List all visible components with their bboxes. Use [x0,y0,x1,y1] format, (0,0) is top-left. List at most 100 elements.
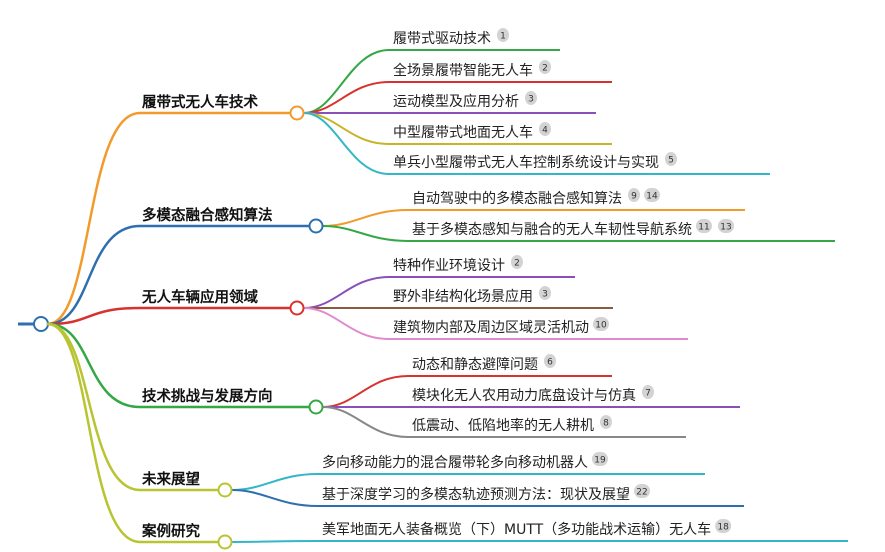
child-label: 单兵小型履带式无人车控制系统设计与实现 [393,154,659,171]
child-link [303,49,390,114]
reference-number: 18 [717,523,729,533]
reference-number: 7 [645,389,651,399]
child-node[interactable]: 模块化无人农用动力底盘设计与仿真 7 [408,385,740,408]
child-node[interactable]: 美军地面无人装备概览（下）MUTT（多功能战术运输）无人车 18 [318,519,848,542]
branch-circle[interactable] [308,218,324,234]
branch-circle[interactable] [289,300,305,316]
reference-badge[interactable]: 3 [539,286,551,300]
reference-badge-bg [525,91,537,105]
child-node[interactable]: 特种作业环境设计 2 [389,255,575,278]
root-circle[interactable] [33,316,49,332]
branch-circle[interactable] [217,482,233,498]
child-link [303,276,390,309]
child-link [231,540,319,543]
child-label: 低震动、低陷地率的无人耕机 [412,417,594,434]
child-node[interactable]: 基于多模态感知与融合的无人车韧性导航系统 11 13 [408,219,835,242]
reference-badge-bg [642,385,654,399]
child-label: 自动驾驶中的多模态融合感知算法 [412,190,622,207]
child-label: 运动模型及应用分析 [393,93,519,110]
reference-badge-bg [593,317,609,331]
reference-number: 2 [514,259,520,269]
branch-circle[interactable] [308,399,324,415]
reference-badge-bg [539,60,551,74]
reference-number: 3 [528,95,534,105]
reference-badge[interactable]: 18 [715,519,732,533]
reference-number: 13 [720,223,731,233]
child-link [231,489,319,507]
child-node[interactable]: 中型履带式地面无人车 4 [389,122,612,145]
child-link [303,112,390,175]
child-link [322,225,409,242]
branch-circle[interactable] [217,534,233,550]
branch-link [46,322,142,492]
branch-connector [46,322,142,544]
reference-badge-bg [644,188,660,202]
child-label: 基于多模态感知与融合的无人车韧性导航系统 [412,221,692,238]
child-node[interactable]: 单兵小型履带式无人车控制系统设计与实现 5 [389,152,770,175]
reference-badge[interactable]: 22 [634,484,650,498]
reference-number: 22 [636,488,647,498]
branch-connector [46,322,142,492]
child-link [322,209,409,227]
child-label: 美军地面无人装备概览（下）MUTT（多功能战术运输）无人车 [322,521,711,538]
reference-number: 19 [594,456,606,466]
reference-badge-bg [544,354,556,368]
reference-number: 1 [500,32,506,42]
branch-node[interactable]: 未来展望 [140,470,319,507]
branch-label: 技术挑战与发展方向 [142,387,273,405]
reference-badge-bg [497,28,509,42]
reference-badge[interactable]: 6 [544,354,556,368]
branch-link [46,306,142,326]
child-node[interactable]: 低震动、低陷地率的无人耕机 8 [408,415,686,438]
reference-badge[interactable]: 1 [497,28,509,42]
branch-link [46,322,142,544]
reference-number: 3 [542,290,548,300]
reference-badge-bg [696,219,712,233]
child-label: 特种作业环境设计 [393,258,505,274]
branch-node[interactable]: 无人车辆应用领域 [140,276,390,340]
reference-badge[interactable]: 2 [511,255,523,269]
branch-link [46,111,142,326]
root-node[interactable] [18,316,49,332]
reference-badge[interactable]: 13 [718,219,734,233]
reference-badge-bg [592,452,608,466]
branch-label: 未来展望 [141,470,200,488]
branch-link [46,224,142,326]
reference-badge[interactable]: 4 [539,122,551,136]
reference-badge[interactable]: 2 [539,60,551,74]
child-link [322,406,409,438]
child-label: 中型履带式地面无人车 [393,124,533,141]
child-node[interactable]: 运动模型及应用分析 3 [389,91,596,114]
branch-node[interactable]: 技术挑战与发展方向 [140,375,409,438]
reference-badge[interactable]: 19 [592,452,608,466]
branch-node[interactable]: 履带式无人车技术 [140,49,390,175]
branch-label: 多模态融合感知算法 [142,206,273,224]
reference-badge[interactable]: 7 [642,385,654,399]
reference-badge[interactable]: 10 [593,317,609,331]
child-link [303,81,390,114]
branch-node[interactable]: 多模态融合感知算法 [140,206,409,242]
child-link [322,375,409,408]
reference-badge[interactable]: 5 [665,152,677,166]
reference-number: 14 [646,192,658,202]
reference-badge-bg [539,122,551,136]
branch-node[interactable]: 案例研究 [140,522,319,550]
branch-label: 案例研究 [141,522,200,540]
reference-badge[interactable]: 9 [628,188,640,202]
branch-circle[interactable] [289,105,305,121]
reference-badge[interactable]: 3 [525,91,537,105]
reference-badge[interactable]: 8 [600,415,612,429]
reference-badge[interactable]: 14 [644,188,660,202]
reference-badge[interactable]: 11 [696,219,712,233]
child-node[interactable]: 自动驾驶中的多模态融合感知算法 9 14 [408,188,745,211]
reference-badge-bg [634,484,650,498]
child-label: 模块化无人农用动力底盘设计与仿真 [412,387,636,404]
